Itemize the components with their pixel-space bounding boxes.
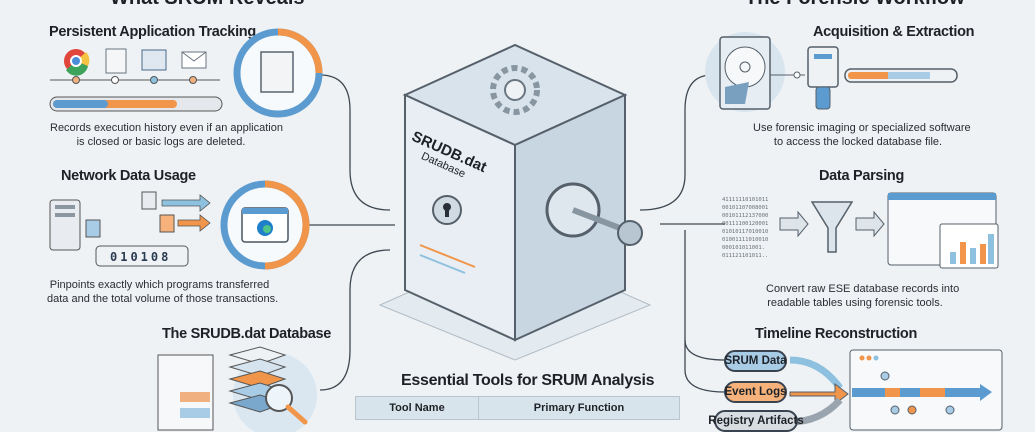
input-srum-data: SRUM Data <box>724 350 787 372</box>
binary-data: 41111110101011 00101107008001 001011121370… <box>722 196 768 260</box>
network-usage-desc: Pinpoints exactly which programs transfe… <box>47 278 279 306</box>
data-counter: 010108 <box>110 250 172 264</box>
desc-line: Records execution history even if an app… <box>50 122 283 134</box>
document-ring-icon <box>233 28 323 118</box>
funnel-icon <box>810 201 854 253</box>
magnifier-icon <box>265 384 293 412</box>
key-icon <box>571 207 643 246</box>
binary-line: 00111100120001 <box>722 221 769 227</box>
desc-line: data and the total volume of those trans… <box>47 293 279 305</box>
acquisition-illustration <box>705 32 958 112</box>
usb-device-icon <box>807 46 839 88</box>
data-parsing-title: Data Parsing <box>819 168 905 184</box>
desc-line: Convert raw ESE database records into <box>766 283 960 295</box>
timeline-title: Timeline Reconstruction <box>755 326 918 342</box>
network-transfer-illustration <box>49 191 211 267</box>
safe-illustration <box>378 43 652 361</box>
input-event-logs: Event Logs <box>724 381 787 403</box>
binary-line: 00101107008001 <box>722 205 769 211</box>
binary-line: 01001111010010 <box>722 237 769 243</box>
data-parsing-desc: Convert raw ESE database records into rea… <box>766 282 960 310</box>
app-timeline-illustration <box>49 48 223 112</box>
desc-line: to access the locked database file. <box>773 136 943 148</box>
column-header: Primary Function <box>478 396 680 420</box>
network-usage-title: Network Data Usage <box>61 168 196 184</box>
mail-icon <box>181 51 207 69</box>
gear-icon <box>490 65 540 115</box>
parsing-illustration <box>779 192 999 269</box>
column-header: Tool Name <box>355 396 479 420</box>
chrome-icon <box>64 49 90 76</box>
binary-line: 00101112137000 <box>722 213 769 219</box>
binary-line: 011121101011.. <box>722 253 769 259</box>
persistent-tracking-title: Persistent Application Tracking <box>49 24 256 40</box>
desc-line: is closed or basic logs are deleted. <box>76 136 246 148</box>
binary-line: 000101011001. <box>722 245 766 251</box>
acquisition-title: Acquisition & Extraction <box>813 24 975 40</box>
persistent-tracking-desc: Records execution history even if an app… <box>50 121 283 149</box>
server-icon <box>49 199 81 251</box>
desc-line: Use forensic imaging or specialized soft… <box>753 122 971 134</box>
srudb-title: The SRUDB.dat Database <box>162 326 332 342</box>
acquisition-desc: Use forensic imaging or specialized soft… <box>753 121 971 149</box>
desc-line: Pinpoints exactly which programs transfe… <box>49 279 270 291</box>
binary-line: 41111110101011 <box>722 197 769 203</box>
document-icon <box>105 48 127 74</box>
desc-line: readable tables using forensic tools. <box>767 297 943 309</box>
tools-title: Essential Tools for SRUM Analysis <box>401 372 655 389</box>
input-registry-artifacts: Registry Artifacts <box>708 410 804 432</box>
timeline-illustration <box>789 349 1003 431</box>
binary-line: 01010117010010 <box>722 229 769 235</box>
left-section-title: What SRUM Reveals <box>110 0 305 10</box>
database-search-illustration <box>157 346 317 432</box>
right-section-title: The Forensic Workflow <box>745 0 965 10</box>
browser-ring-icon <box>220 180 310 270</box>
id-card-icon <box>141 49 167 71</box>
